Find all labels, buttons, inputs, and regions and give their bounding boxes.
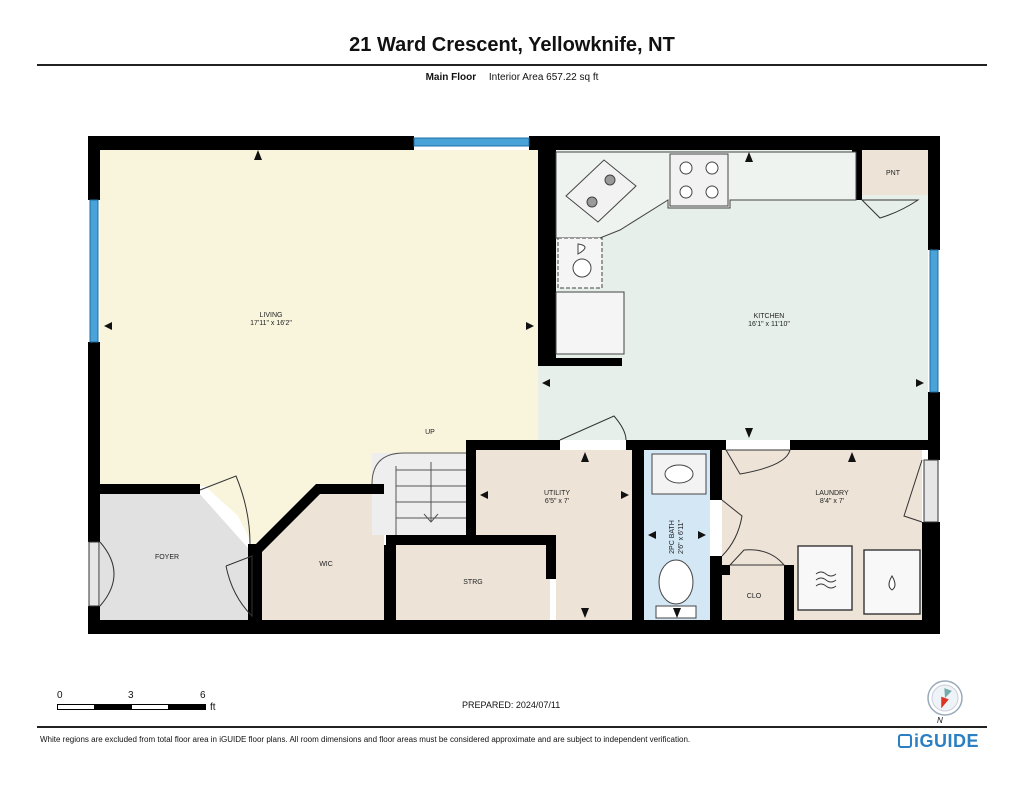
living-dims: 17'11" x 16'2" — [250, 320, 292, 327]
bath-label: 2PC BATH — [669, 520, 676, 554]
laundry-dims: 8'4" x 7' — [820, 498, 844, 505]
sink-icon — [565, 159, 637, 223]
pantry-fill — [858, 150, 928, 195]
kitchen-label: KITCHEN — [754, 313, 785, 320]
iguide-logo-icon — [898, 734, 912, 748]
bath-label-group: 2PC BATH 2'6" x 6'11" — [669, 519, 685, 553]
prepared-date: PREPARED: 2024/07/11 — [462, 700, 561, 710]
up-label: UP — [425, 429, 435, 436]
scale-tick-6: 6 — [200, 690, 206, 701]
pantry-label: PNT — [886, 170, 901, 177]
utility-lower-fill — [556, 540, 632, 620]
dimension-arrows — [104, 150, 924, 618]
wic-door-swing — [225, 555, 253, 618]
disclaimer-text: White regions are excluded from total fl… — [40, 735, 691, 744]
iguide-logo: iGUIDE — [898, 731, 979, 752]
foyer-door-swing — [199, 475, 251, 545]
laundry-exterior-door-swing — [903, 459, 923, 523]
windows — [89, 137, 939, 393]
utility-label: UTILITY — [544, 490, 570, 497]
utility-dims: 6'5" x 7' — [545, 498, 569, 505]
scale-tick-0: 0 — [57, 690, 63, 701]
closet-fill — [722, 570, 786, 620]
staircase — [371, 452, 466, 535]
laundry-label: LAUNDRY — [815, 490, 849, 497]
pantry-door-swing — [860, 199, 920, 219]
bath-dims: 2'6" x 6'11" — [678, 519, 685, 553]
living-left-window — [89, 199, 99, 343]
foyer-exterior-door — [88, 541, 100, 607]
floor-plan: LIVING 17'11" x 16'2" KITCHEN 16'1" x 11… — [88, 136, 940, 634]
footer-rule — [37, 726, 987, 728]
scale-unit: ft — [210, 702, 216, 713]
wic-label: WIC — [319, 561, 333, 568]
laundry-fixtures — [797, 545, 921, 615]
compass-north-label: N — [937, 716, 943, 725]
dryer-icon — [797, 545, 853, 611]
bath-door-swing — [721, 499, 743, 557]
doors — [88, 199, 939, 618]
storage-fill — [396, 544, 550, 620]
floor-area: Interior Area 657.22 sq ft — [488, 72, 599, 83]
scale-bar-graphic — [57, 704, 206, 710]
stair-fill — [372, 453, 466, 535]
floor-subtitle: Main Floor Interior Area 657.22 sq ft — [0, 72, 1024, 83]
compass-icon — [927, 680, 963, 716]
utility-fill — [476, 450, 632, 544]
foyer-label: FOYER — [155, 554, 179, 561]
wic-fill — [260, 492, 384, 620]
living-room-fill — [100, 150, 538, 550]
laundry-door-swing — [725, 449, 791, 475]
living-label: LIVING — [260, 312, 283, 319]
floor-name: Main Floor — [425, 72, 477, 83]
foyer-fill — [100, 492, 248, 620]
dishwasher-icon — [557, 237, 603, 289]
storage-label: STRG — [463, 579, 482, 586]
kitchen-dims: 16'1" x 11'10" — [748, 321, 790, 328]
stove-icon — [669, 153, 729, 207]
plan-title: 21 Ward Crescent, Yellowknife, NT — [349, 34, 675, 56]
walls — [88, 136, 940, 634]
living-top-window — [413, 137, 530, 147]
title-rule — [37, 64, 987, 66]
utility-door-swing — [559, 415, 627, 441]
refrigerator-icon — [555, 291, 625, 355]
closet-label: CLO — [747, 593, 762, 600]
iguide-logo-text: iGUIDE — [914, 731, 980, 751]
scale-tick-3: 3 — [128, 690, 134, 701]
kitchen-fixtures — [555, 151, 857, 355]
kitchen-right-window — [929, 249, 939, 393]
closet-door-swing — [728, 549, 786, 566]
bath-fixtures — [651, 453, 707, 619]
